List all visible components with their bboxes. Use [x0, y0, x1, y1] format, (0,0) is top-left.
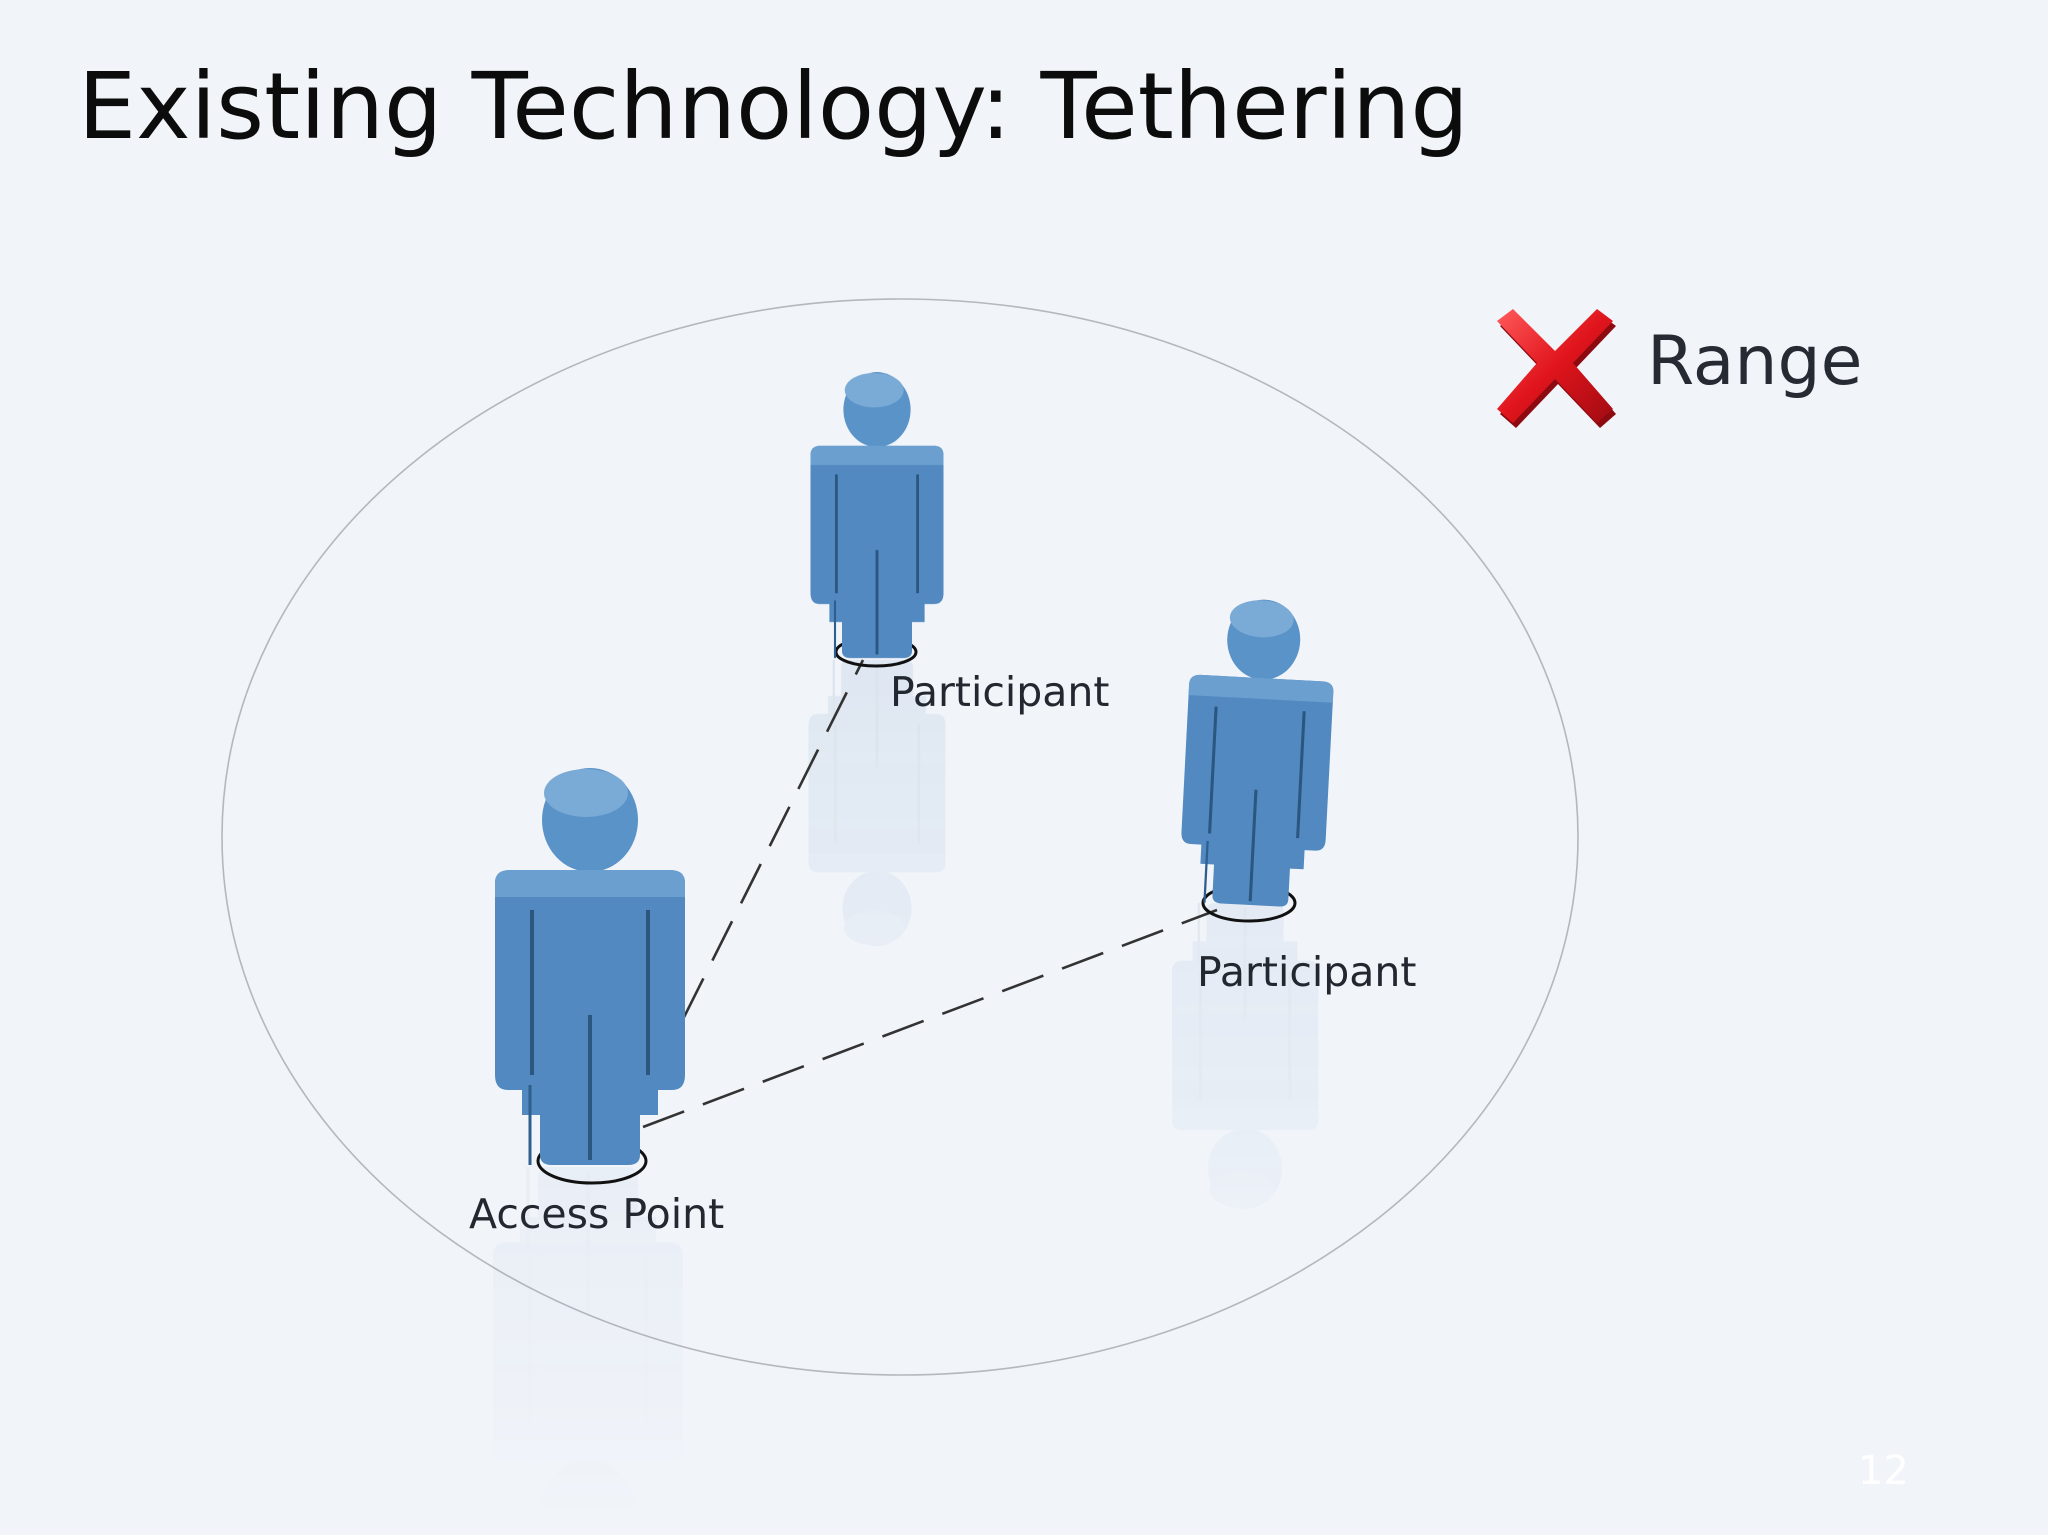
- participant-right-label: Participant: [1197, 948, 1417, 996]
- participant-right-figure: [1176, 594, 1340, 911]
- red-x-icon: [1497, 309, 1616, 428]
- link-access-to-participant-right: [642, 908, 1218, 1129]
- range-status-label: Range: [1647, 322, 1863, 401]
- participant-top-label: Participant: [890, 668, 1110, 716]
- range-boundary: [221, 298, 1579, 1376]
- participant-top-figure: [809, 370, 945, 660]
- slide-title: Existing Technology: Tethering: [78, 53, 1469, 160]
- slide-number: 12: [1858, 1448, 1909, 1494]
- access-point-figure: [493, 766, 687, 1167]
- link-access-to-participant-top: [653, 659, 865, 1076]
- access-point-label: Access Point: [469, 1190, 725, 1238]
- tether-links: [642, 659, 1218, 1129]
